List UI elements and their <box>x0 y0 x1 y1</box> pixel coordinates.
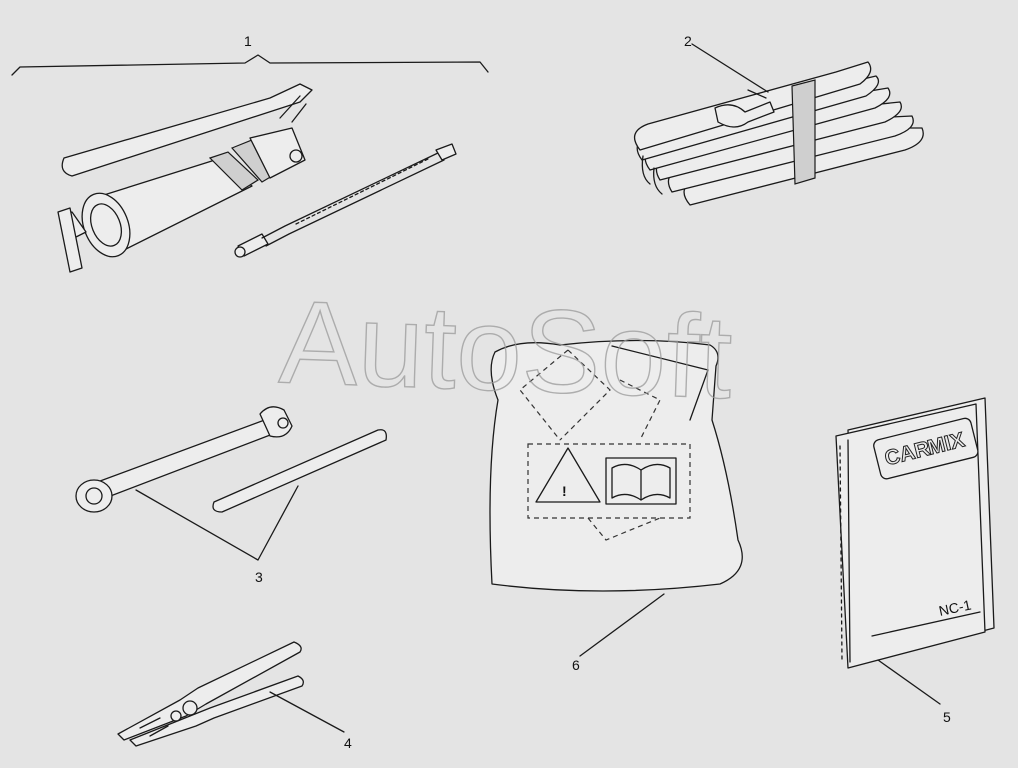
callout-1: 1 <box>244 33 252 49</box>
warning-glyph: ! <box>562 483 567 499</box>
callout-6: 6 <box>572 657 580 673</box>
leader-6 <box>579 593 665 657</box>
box-spanner-and-bar <box>75 406 387 561</box>
warning-triangle-icon: ! <box>535 447 601 503</box>
manual-code: NC-1 <box>937 596 972 618</box>
leader-2 <box>691 43 769 93</box>
document-wallet: ! <box>489 339 743 657</box>
callout-5: 5 <box>943 709 951 725</box>
owners-manual: CAR MIX NC-1 <box>835 397 995 705</box>
callout-2: 2 <box>684 33 692 49</box>
callout-4: 4 <box>344 735 352 751</box>
leader-4 <box>269 691 345 733</box>
callout-3: 3 <box>255 569 263 585</box>
spanner-set <box>633 43 924 206</box>
bracket-1 <box>11 54 489 76</box>
leader-5 <box>877 659 941 705</box>
watermark-autosoft: AutoSoft <box>277 276 734 424</box>
open-book-icon <box>605 457 677 505</box>
car-mix-badge <box>873 417 979 480</box>
pliers <box>117 641 345 747</box>
grease-gun <box>11 54 489 273</box>
leader-3 <box>135 485 299 561</box>
